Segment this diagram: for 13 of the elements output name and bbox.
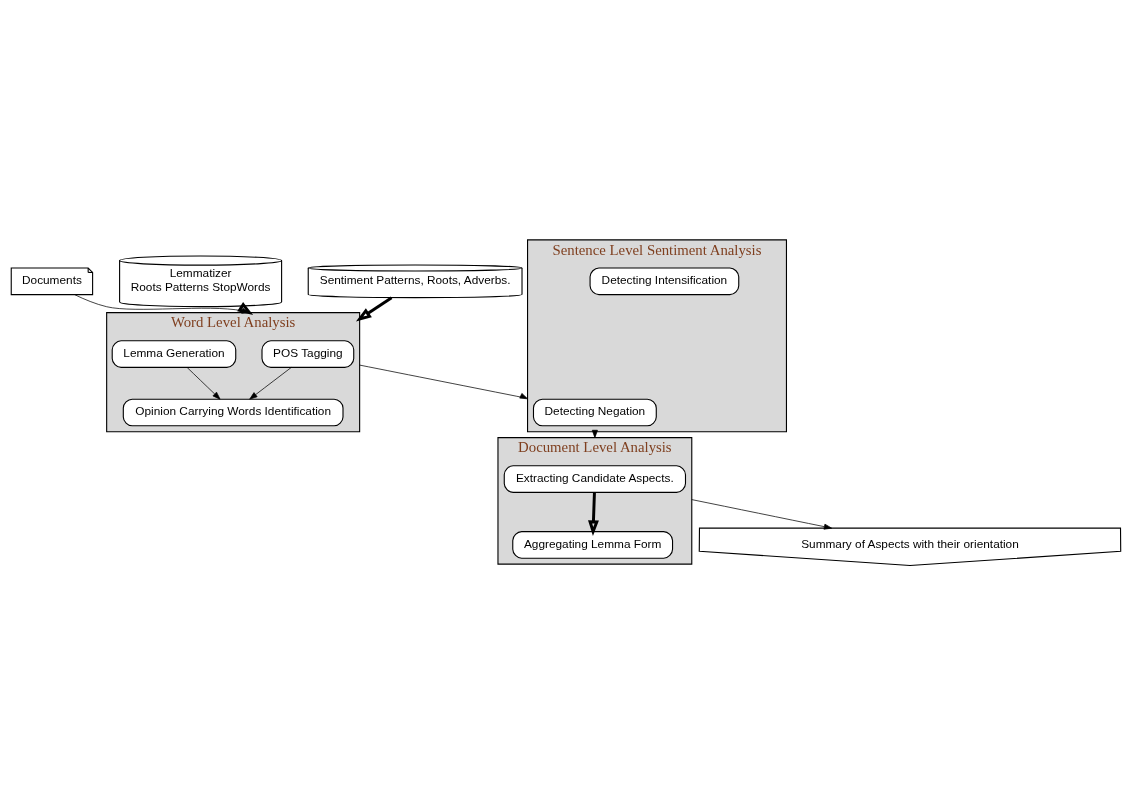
node-box: Opinion Carrying Words Identification — [122, 398, 344, 426]
arrow — [588, 491, 599, 536]
node-box: Extracting Candidate Aspects. — [503, 464, 687, 493]
arrow — [355, 295, 393, 321]
node-box: Lemma Generation — [111, 339, 237, 368]
node-box: Detecting Negation — [532, 398, 657, 426]
node-box: POS Tagging — [261, 339, 355, 368]
arrow — [359, 364, 528, 399]
arrow — [249, 366, 292, 400]
arrow — [186, 366, 221, 400]
arrow — [691, 498, 833, 530]
node-box: Detecting Intensification — [589, 266, 740, 295]
node-box: Aggregating Lemma Form — [512, 530, 674, 559]
